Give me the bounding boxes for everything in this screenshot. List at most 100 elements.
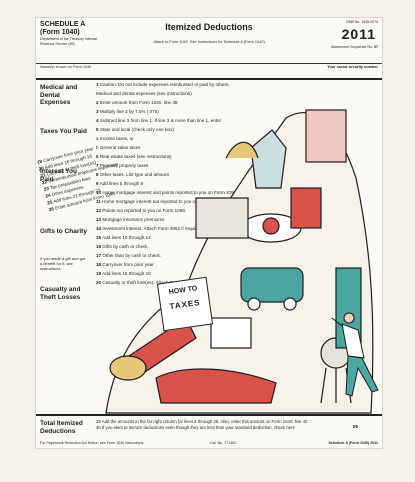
line-text: Medical and dental expenses (see instruc…: [96, 91, 192, 96]
line-number: 9: [96, 181, 99, 186]
form-line: 17 Other than by cash or check.: [96, 253, 161, 258]
total-section: Total Itemized Deductions 29 Add the amo…: [36, 414, 382, 450]
total-label: Total Itemized Deductions: [40, 420, 83, 435]
tax-year: 2011: [341, 26, 376, 42]
line-text: Mortgage insurance premiums: [102, 217, 165, 222]
attach-note: Attach to Form 1040. See Instructions fo…: [153, 40, 266, 44]
line-number: 17: [96, 253, 102, 258]
line-text: Real estate taxes (see instructions): [99, 154, 172, 159]
form-line: 10 Home mortgage interest and points rep…: [96, 190, 236, 195]
form-line: 6 Real estate taxes (see instructions): [96, 154, 172, 159]
line-text: b General sales taxes: [96, 145, 141, 150]
catalog-number: Cat. No. 17145C: [210, 441, 237, 445]
food-icon: [262, 217, 280, 235]
pushing-man-figure: [331, 312, 379, 397]
line-text: Add lines 5 through 8: [99, 181, 144, 186]
form-line: a Income taxes, or: [96, 136, 134, 141]
line-text: Investment interest. Attach Form 4952 if…: [102, 226, 204, 231]
form-line: 3 Multiply line 2 by 7.5% (.075): [96, 109, 159, 114]
line-text: Enter amount from Form 1040, line 38: [99, 100, 178, 105]
line-text: Gifts by cash or check.: [102, 244, 149, 249]
line-number: 13: [96, 217, 102, 222]
attachment-number: 07: [374, 45, 378, 49]
shoe-icon: [155, 368, 277, 404]
form-line: 2 Enter amount from Form 1040, line 38: [96, 100, 177, 105]
line-number: 12: [96, 208, 102, 213]
line-text: Caution. Do not include expenses reimbur…: [99, 82, 230, 87]
line-number: 19: [96, 271, 102, 276]
line-number: 4: [96, 118, 99, 123]
line-number: 16: [96, 244, 102, 249]
form-line: 13 Mortgage insurance premiums: [96, 217, 164, 222]
line-text: Other taxes. List type and amount: [99, 172, 169, 177]
form-line: 14 Investment interest. Attach Form 4952…: [96, 226, 203, 231]
section-label: Medical and Dental Expenses: [40, 84, 78, 106]
section-label: Interest You Paid: [40, 168, 77, 183]
jacket-icon: [250, 129, 287, 189]
form-line: 15 Add lines 10 through 14: [96, 235, 151, 240]
deductions-pile-illustration: [105, 109, 379, 414]
omb-number: OMB No. 1545-0074: [345, 20, 378, 24]
attachment-sequence: Attachment Sequence No. 07: [331, 45, 378, 50]
line-text: Carryover from prior year: [102, 262, 154, 267]
tax-form-sheet: SCHEDULE A (Form 1040) Department of the…: [36, 18, 382, 448]
line-30: 30 If you elect to itemize deductions ev…: [96, 425, 295, 430]
line-text: Add lines 10 through 14: [102, 235, 151, 240]
line-number: 5: [96, 127, 99, 132]
book-line-1: HOW TO: [168, 285, 198, 297]
line-number: 10: [96, 190, 102, 195]
calculator-icon: [210, 317, 252, 349]
form-identifier: Schedule A (Form 1040) 2011: [328, 441, 378, 445]
name-label: Name(s) shown on Form 1040: [40, 65, 92, 69]
line-text: Add lines 16 through 18: [102, 271, 151, 276]
form-line: 12 Points not reported to you on Form 10…: [96, 208, 186, 213]
section-label: Casualty and Theft Losses: [40, 286, 81, 301]
line-text: State and local (check only one box):: [99, 127, 176, 132]
head-icon: [343, 312, 355, 324]
line-29: 29 Add the amounts in the far right colu…: [96, 419, 308, 424]
line-text: Multiply line 2 by 7.5% (.075): [99, 109, 159, 114]
total-box-number: 29: [352, 424, 358, 429]
form-line: b General sales taxes: [96, 145, 140, 150]
name-row: Name(s) shown on Form 1040 Your social s…: [36, 63, 382, 78]
line-text: Points not reported to you on Form 1098.: [102, 208, 187, 213]
schedule-name: SCHEDULE A: [40, 21, 86, 28]
line-number: 2: [96, 100, 99, 105]
form-line: 19 Add lines 16 through 18: [96, 271, 151, 276]
bottle-icon: [290, 187, 322, 229]
line-number: 20: [96, 280, 102, 285]
line-number: 11: [96, 199, 101, 204]
form-line: 8 Other taxes. List type and amount: [96, 172, 169, 177]
line-number: 6: [96, 154, 99, 159]
line-number: 14: [96, 226, 102, 231]
section-label: Gifts to Charity: [40, 228, 87, 235]
form-line: 4 Subtract line 3 from line 1. If line 3…: [96, 118, 221, 123]
form-line: 16 Gifts by cash or check.: [96, 244, 149, 249]
form-line: 11 Home mortgage interest not reported t…: [96, 199, 222, 204]
form-line: 7 Personal property taxes: [96, 163, 148, 168]
line-number: 3: [96, 109, 99, 114]
line-number: 7: [96, 163, 99, 168]
line-text: Home mortgage interest and points report…: [102, 190, 237, 195]
attachment-label: Attachment Sequence No.: [331, 45, 373, 49]
form-header: SCHEDULE A (Form 1040) Department of the…: [36, 18, 382, 80]
line-text: Casualty or theft loss(es). Attach Form …: [102, 280, 194, 285]
line-text: Subtract line 3 from line 1. If line 3 i…: [99, 118, 222, 123]
section-label: Taxes You Paid: [40, 128, 87, 135]
line-text: Home mortgage interest not reported to y…: [102, 199, 223, 204]
total-lines: 29 Add the amounts in the far right colu…: [96, 419, 376, 431]
line-number: 18: [96, 262, 102, 267]
gift-benefit-note: If you made a gift and got a benefit for…: [40, 256, 86, 271]
line-text: Other than by cash or check.: [102, 253, 162, 258]
form-footer: For Paperwork Reduction Act Notice, see …: [40, 441, 378, 445]
paperwork-notice: For Paperwork Reduction Act Notice, see …: [40, 441, 145, 445]
book-line-2: TAXES: [169, 297, 202, 312]
schedule-label: SCHEDULE A (Form 1040): [40, 21, 85, 37]
form-line: 20 Casualty or theft loss(es). Attach Fo…: [96, 280, 193, 285]
shirt-icon: [305, 109, 347, 163]
how-to-taxes-book: HOW TO TAXES: [156, 276, 214, 332]
line-text: Personal property taxes: [99, 163, 149, 168]
line-number: 1: [96, 82, 99, 87]
form-line: Medical and dental expenses (see instruc…: [96, 91, 192, 96]
ssn-label: Your social security number: [327, 65, 378, 69]
